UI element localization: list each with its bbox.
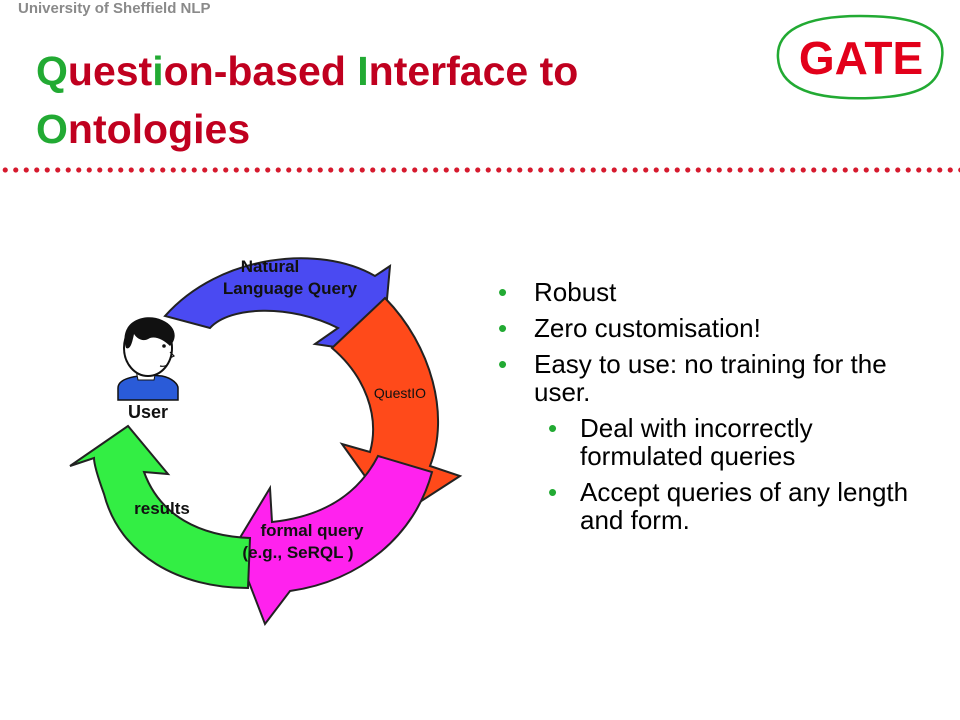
label-results: results (134, 499, 190, 518)
user-avatar-icon (117, 317, 179, 401)
label-formal-query: formal query (261, 521, 365, 540)
bullet-item: Zero customisation! (498, 314, 938, 342)
sub-bullet-item: Accept queries of any length and form. (534, 478, 938, 534)
label-questio: QuestIO (374, 385, 426, 401)
gate-logo: GATE (776, 14, 944, 100)
arrow-results (69, 424, 252, 590)
label-natural: Natural (241, 257, 300, 276)
bullet-text: Easy to use: no training for the user. (534, 349, 887, 407)
slide-title: Question-based Interface to Ontologies (36, 48, 579, 152)
bullet-list: Robust Zero customisation! Easy to use: … (498, 278, 938, 542)
header-organization: University of Sheffield NLP (18, 0, 211, 17)
arrow-questio (330, 296, 463, 520)
label-formal-example: (e.g., SeRQL ) (242, 543, 353, 562)
cycle-diagram: Natural Language Query QuestIO formal qu… (69, 257, 463, 627)
arrow-natural-language-query (163, 257, 392, 356)
gate-logo-text: GATE (799, 32, 923, 84)
bullet-item: Robust (498, 278, 938, 306)
bullet-item: Easy to use: no training for the user. D… (498, 350, 938, 534)
label-language-query: Language Query (223, 279, 358, 298)
sub-bullet-item: Deal with incorrectly formulated queries (534, 414, 938, 470)
arrow-formal-query (233, 454, 434, 627)
label-user: User (128, 402, 168, 422)
dotted-divider (0, 166, 960, 174)
sub-bullet-list: Deal with incorrectly formulated queries… (534, 414, 938, 534)
